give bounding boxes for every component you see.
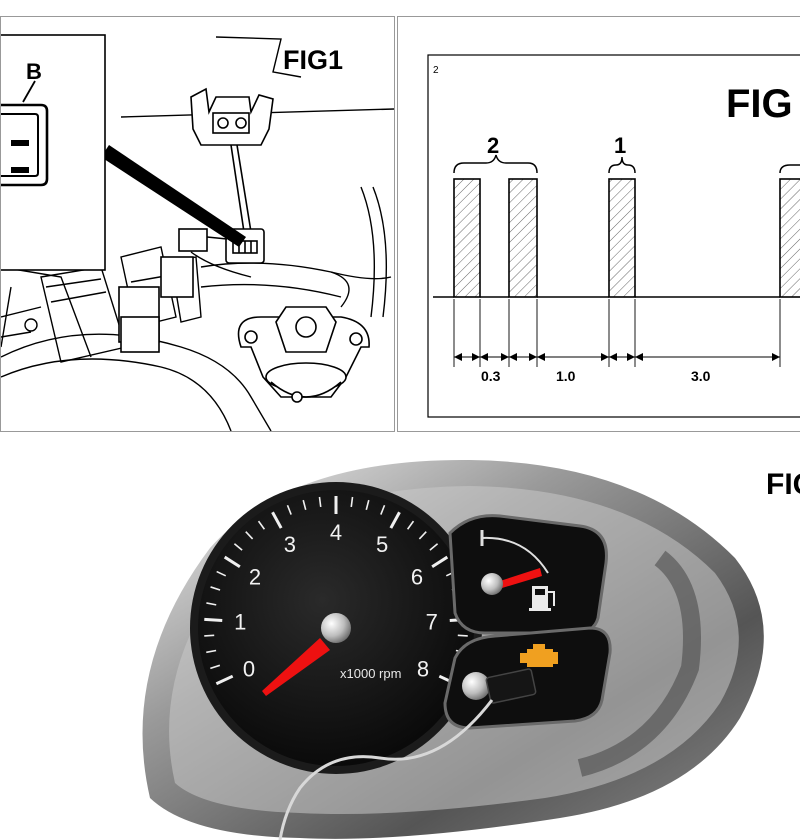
fuel-needle-hub [481,573,503,595]
fig1-title: FIG1 [283,45,343,75]
dimension-arrows [454,353,780,361]
tach-minor-tick [216,570,227,577]
duration-label: 3.0 [691,368,711,384]
warning-pod-knob [462,672,490,700]
fuel-scale-arc [481,536,549,574]
tach-needle [262,638,330,696]
fig3-panel: FIG 0 1 2 3 4 5 6 7 8 x1000 rpm [0,438,800,840]
tach-major-tick [431,555,449,569]
tach-minor-tick [418,531,427,540]
duration-label: 0.3 [481,368,501,384]
tach-minor-tick [318,496,322,508]
tach-minor-tick [429,543,439,551]
tach-needle-hub [321,613,351,643]
tach-label: 7 [426,610,438,635]
tach-tick-labels: 0 1 2 3 4 5 6 7 8 [234,520,438,682]
diagram-corner-label: 2 [433,65,439,76]
connector-label: B [26,59,42,84]
pulse-bar [779,178,800,298]
pulse-bar [453,178,481,298]
pulse-bar [608,178,636,298]
tach-label: 2 [249,564,261,589]
fig2-title: FIG [726,82,793,126]
tach-label: 0 [243,657,255,682]
tach-label: 5 [376,532,388,557]
tach-minor-tick [245,531,254,540]
fig1-drawing: B FIG1 [1,34,394,431]
group-label-single: 1 [614,133,626,158]
tach-minor-tick [365,499,370,511]
tach-major-tick [271,511,283,529]
tach-minor-tick [286,504,292,515]
tach-major-tick [215,674,234,686]
duration-label: 1.0 [556,368,576,384]
tach-major-tick [223,555,241,569]
tach-minor-tick [206,602,217,606]
callout-leader [101,145,246,247]
tach-label: 6 [411,564,423,589]
relay-bracket [190,87,274,233]
bezel-shadow [577,550,701,777]
tach-minor-tick [457,634,468,637]
group-braces [453,154,800,174]
tach-minor-tick [210,586,221,591]
tach-major-tick [204,617,223,623]
tach-label: 8 [417,657,429,682]
fig2-pulse-diagram: 2 FIG 2 1 [427,54,800,418]
sensor-housing [237,306,370,403]
tach-unit-label: x1000 rpm [340,666,401,681]
fuel-pump-icon [529,586,555,611]
pulse-bar [508,178,538,298]
tach-label: 3 [284,532,296,557]
relay-block [118,256,194,353]
tach-minor-tick [380,504,386,515]
tach-minor-tick [206,649,217,654]
connector-inset [1,34,106,271]
tach-minor-tick [233,543,243,551]
tach-label: 4 [330,520,342,545]
fig3-instrument-cluster: FIG 0 1 2 3 4 5 6 7 8 x1000 rpm [142,459,800,840]
fig1-panel: B FIG1 [0,16,395,432]
connector-b-drawing [1,80,49,187]
tach-major-tick [389,511,401,529]
fuel-needle [500,568,542,588]
test-probe-clip [485,668,537,704]
group-label-double: 2 [487,133,499,158]
engine-warning-icon [520,644,558,667]
tach-minor-tick [257,520,266,530]
test-lead-wire [278,699,494,840]
tach-minor-tick [210,664,221,670]
tach-minor-tick [204,634,215,637]
tach-minor-tick [302,499,307,511]
fig2-panel: 2 FIG 2 1 [397,16,800,432]
tach-minor-tick [350,496,354,508]
tach-label: 1 [234,610,246,635]
tach-minor-tick [406,520,415,530]
fig3-title: FIG [766,468,800,501]
